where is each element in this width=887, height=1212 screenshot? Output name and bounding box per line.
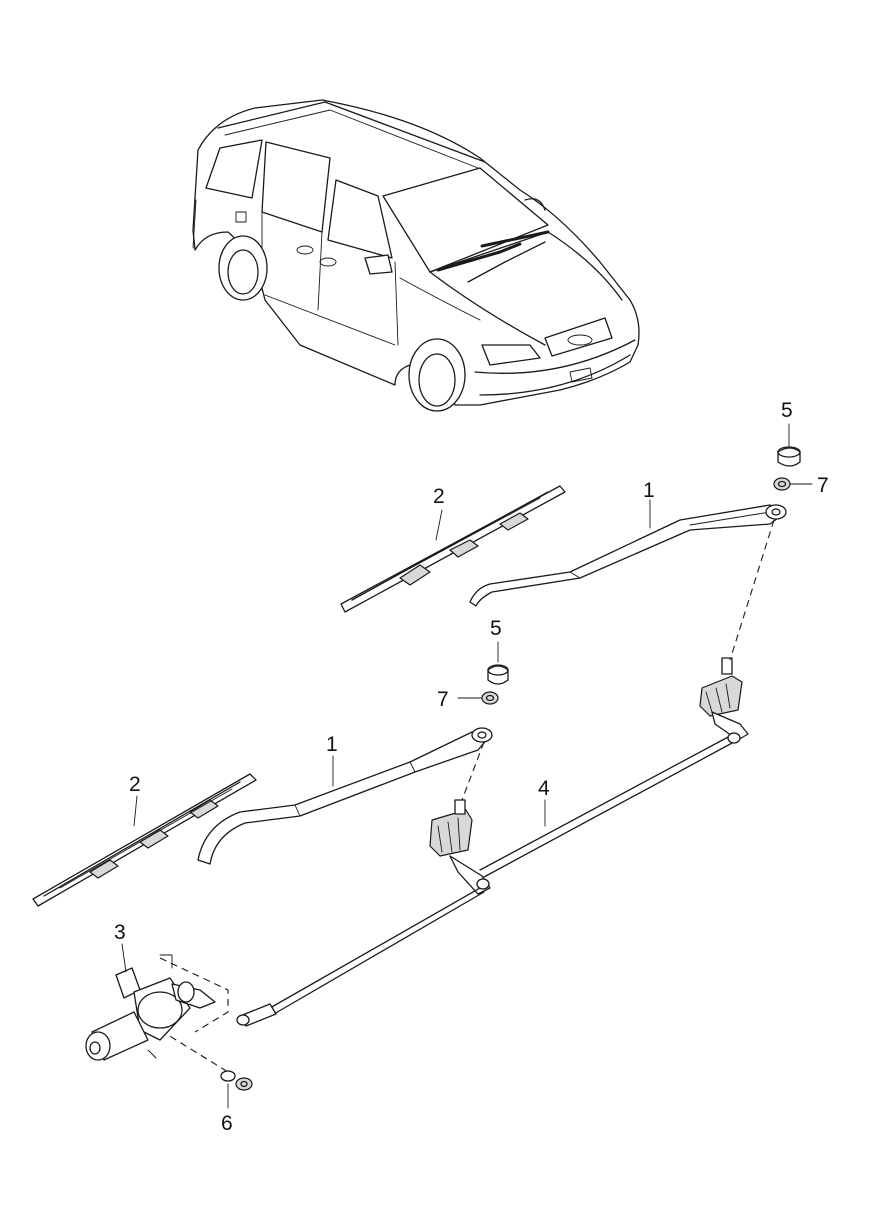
callout-2-upper: 2 [433, 485, 445, 508]
callout-7-upper: 7 [817, 474, 829, 497]
wiper-arm-lower [197, 727, 493, 865]
nut-upper [773, 477, 791, 491]
wiper-blade-lower [32, 773, 257, 907]
callout-6: 6 [221, 1112, 233, 1135]
callout-2-lower: 2 [129, 773, 141, 796]
bolt-nut-set [220, 1070, 253, 1091]
wiper-motor [85, 954, 216, 1061]
cap-lower [487, 664, 509, 685]
assembly-guide-lines [159, 519, 775, 1073]
callout-5-lower: 5 [490, 617, 502, 640]
leader-lines [121, 423, 813, 1109]
callout-3: 3 [114, 921, 126, 944]
callout-1-lower: 1 [326, 733, 338, 756]
nut-lower [481, 691, 499, 705]
minivan-illustration [192, 99, 640, 412]
callout-7-lower: 7 [437, 688, 449, 711]
wiper-blade-upper [340, 485, 566, 613]
wiper-arm-upper [469, 504, 787, 607]
callout-5-upper: 5 [781, 399, 793, 422]
callout-1-upper: 1 [643, 479, 655, 502]
cap-upper [777, 446, 801, 467]
callout-4: 4 [538, 777, 550, 800]
wiper-linkage [236, 657, 749, 1027]
